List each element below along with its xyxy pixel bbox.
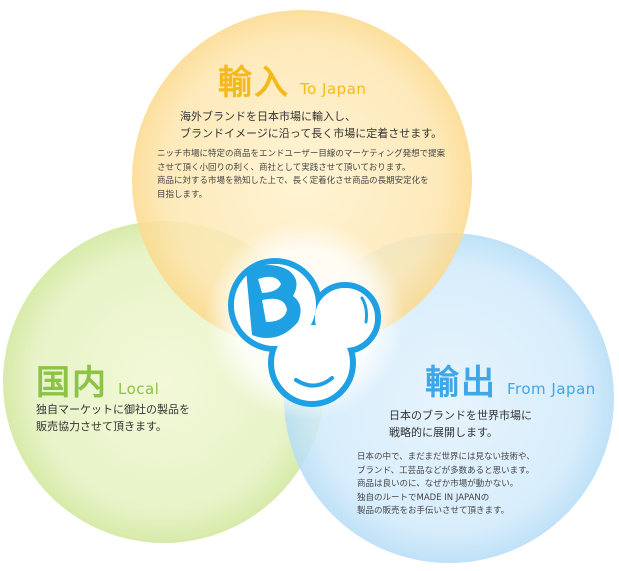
import-title-en: To Japan: [300, 80, 367, 98]
local-heading: 国内 Local: [36, 355, 159, 404]
import-title-kanji: 輸入: [218, 63, 290, 103]
export-body-line: ブランド、工芸品などが多数あると思います。: [357, 465, 535, 476]
export-heading: 輸出 From Japan: [425, 355, 596, 404]
import-body: ニッチ市場に特定の商品をエンドユーザー目線のマーケティング発想で提案 させて頂く…: [157, 148, 445, 202]
export-body-line: 製品の販売をお手伝いさせて頂きます。: [357, 506, 510, 516]
export-body-line: 日本の中で、まだまだ世界には見ない技術や、: [357, 452, 535, 462]
import-lead-line: 海外ブランドを日本市場に輸入し、: [180, 110, 356, 123]
export-lead-line: 日本のブランドを世界市場に: [389, 409, 532, 422]
import-lead-line: ブランドイメージに沿って長く市場に定着させます。: [180, 127, 443, 140]
local-title-kanji: 国内: [36, 363, 108, 403]
import-body-line: させて頂く小回りの利く、商社として実践させて頂いております。: [157, 162, 411, 173]
import-body-line: 商品に対する市場を熟知した上で、長く定着化させ商品の長期安定化を: [157, 176, 429, 186]
export-lead: 日本のブランドを世界市場に 戦略的に展開します。: [389, 407, 532, 441]
b-bubble-logo: [228, 258, 381, 407]
import-heading: 輸入 To Japan: [218, 55, 366, 104]
local-title-en: Local: [118, 380, 160, 398]
export-lead-line: 戦略的に展開します。: [389, 426, 498, 439]
import-lead: 海外ブランドを日本市場に輸入し、 ブランドイメージに沿って長く市場に定着させます…: [180, 108, 442, 142]
local-lead: 独自マーケットに御社の製品を 販売協力させて頂きます。: [36, 401, 190, 435]
local-lead-line: 販売協力させて頂きます。: [36, 420, 167, 433]
export-title-kanji: 輸出: [425, 363, 497, 403]
export-title-en: From Japan: [507, 380, 596, 398]
local-lead-line: 独自マーケットに御社の製品を: [36, 403, 190, 416]
export-body: 日本の中で、まだまだ世界には見ない技術や、 ブランド、工芸品などが多数あると思い…: [357, 451, 535, 519]
import-body-line: 目指します。: [157, 189, 208, 200]
export-body-line: 商品は良いのに、なぜか市場が動かない。: [357, 479, 519, 489]
import-body-line: ニッチ市場に特定の商品をエンドユーザー目線のマーケティング発想で提案: [157, 149, 446, 159]
export-body-line: 独自のルートでMADE IN JAPANの: [357, 492, 490, 503]
